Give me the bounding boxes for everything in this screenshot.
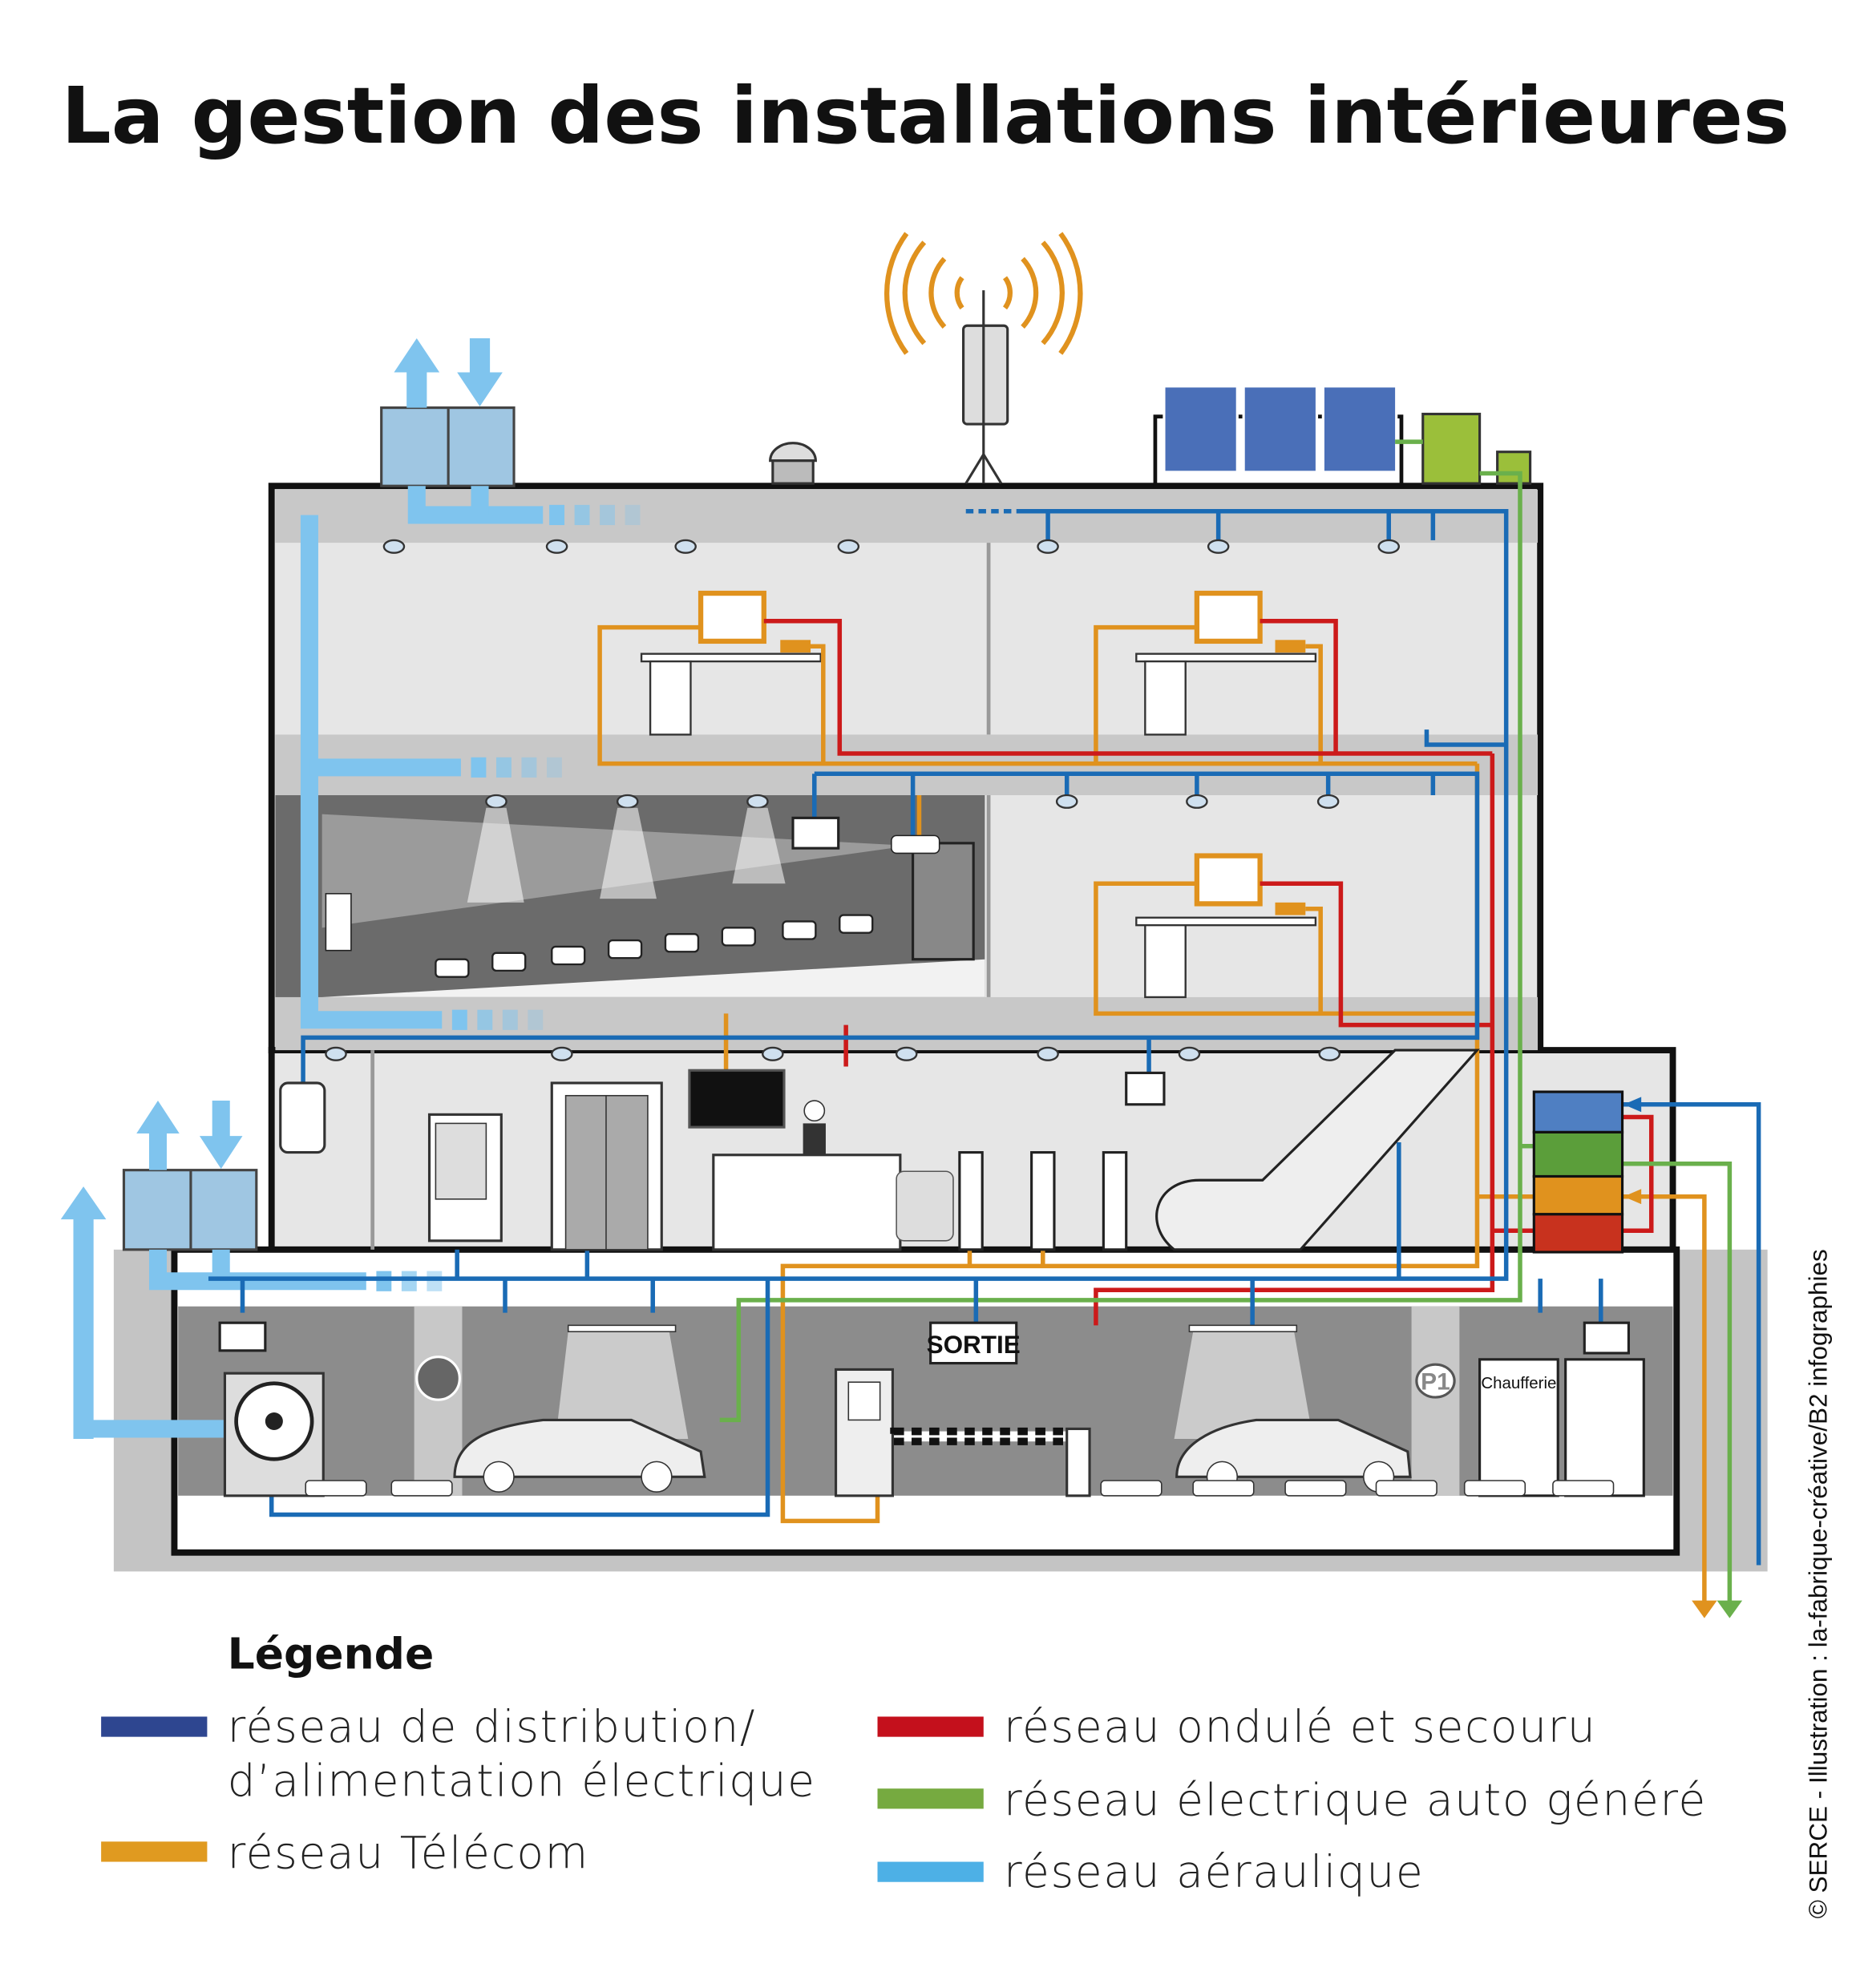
parking-level-badge bbox=[1415, 1363, 1456, 1399]
ups-network bbox=[763, 618, 1654, 1326]
legend-swatch-ups bbox=[877, 1716, 984, 1737]
air-out-arrow-icon bbox=[394, 337, 440, 408]
auditorium-seats bbox=[435, 914, 874, 978]
antenna bbox=[884, 232, 1083, 484]
solar-panels bbox=[1153, 385, 1532, 488]
selfgen-network bbox=[719, 439, 1733, 1603]
boiler-room-label: Chaufferie bbox=[1481, 1374, 1556, 1392]
parking-level-label: P1 bbox=[1421, 1369, 1450, 1396]
air-network bbox=[83, 486, 544, 1438]
selfgen-out-arrow-icon bbox=[1716, 1600, 1743, 1618]
rooftop-hvac-unit bbox=[380, 337, 516, 487]
legend-label-ups: réseau ondulé et secouru bbox=[1004, 1701, 1596, 1752]
legend: Légende réseau de distribution/ d’alimen… bbox=[101, 1629, 1707, 1897]
ceiling-lights bbox=[325, 539, 1401, 1061]
boiler-room-door bbox=[1478, 1358, 1559, 1497]
legend-label-power: réseau de distribution/ bbox=[228, 1701, 756, 1752]
page-title: La gestion des installations intérieures bbox=[62, 71, 1790, 162]
signal-waves-icon bbox=[884, 232, 1083, 355]
projector bbox=[891, 834, 940, 855]
car bbox=[453, 1418, 706, 1478]
roof-vent bbox=[769, 442, 817, 485]
workstation bbox=[640, 590, 822, 736]
credit: © SERCE - Illustration : la-fabrique-cré… bbox=[1804, 1249, 1833, 1918]
legend-swatch-telecom bbox=[101, 1841, 208, 1862]
legend-swatch-selfgen bbox=[877, 1788, 984, 1809]
reception-desk bbox=[712, 1154, 902, 1251]
exit-sign-icon bbox=[1583, 1321, 1630, 1355]
telecom-out-arrow-icon bbox=[1692, 1600, 1717, 1618]
legend-swatch-air bbox=[877, 1861, 984, 1882]
exit-sign-icon bbox=[791, 816, 840, 850]
water-heater bbox=[279, 1081, 326, 1154]
legend-label-power-line2: d’alimentation électrique bbox=[228, 1756, 816, 1807]
parking-barrier bbox=[890, 1427, 1075, 1445]
electrical-cabinet bbox=[1532, 1090, 1624, 1254]
legend-label-telecom: réseau Télécom bbox=[228, 1827, 589, 1878]
sortie-label: SORTIE bbox=[927, 1330, 1021, 1359]
ev-charging-icon bbox=[415, 1356, 461, 1401]
legend-heading: Légende bbox=[228, 1629, 435, 1679]
legend-swatch-power bbox=[101, 1716, 208, 1737]
outdoor-hvac-unit bbox=[60, 1101, 258, 1440]
legend-label-selfgen: réseau électrique auto généré bbox=[1004, 1774, 1707, 1825]
inverter-box bbox=[1421, 412, 1482, 485]
sortie-sign bbox=[929, 1321, 1018, 1365]
legend-label-air: réseau aéraulique bbox=[1004, 1846, 1424, 1897]
display-screen bbox=[688, 1069, 786, 1129]
exit-sign-icon bbox=[218, 1321, 267, 1352]
escalator-sign-icon bbox=[1125, 1071, 1166, 1106]
turnstiles bbox=[958, 1151, 1128, 1251]
escalator bbox=[1155, 1049, 1480, 1251]
air-in-arrow-icon bbox=[457, 337, 503, 407]
office-workstations bbox=[640, 590, 1317, 999]
exit-door bbox=[1564, 1358, 1645, 1497]
auditorium-door bbox=[912, 842, 975, 961]
car bbox=[1175, 1418, 1412, 1478]
